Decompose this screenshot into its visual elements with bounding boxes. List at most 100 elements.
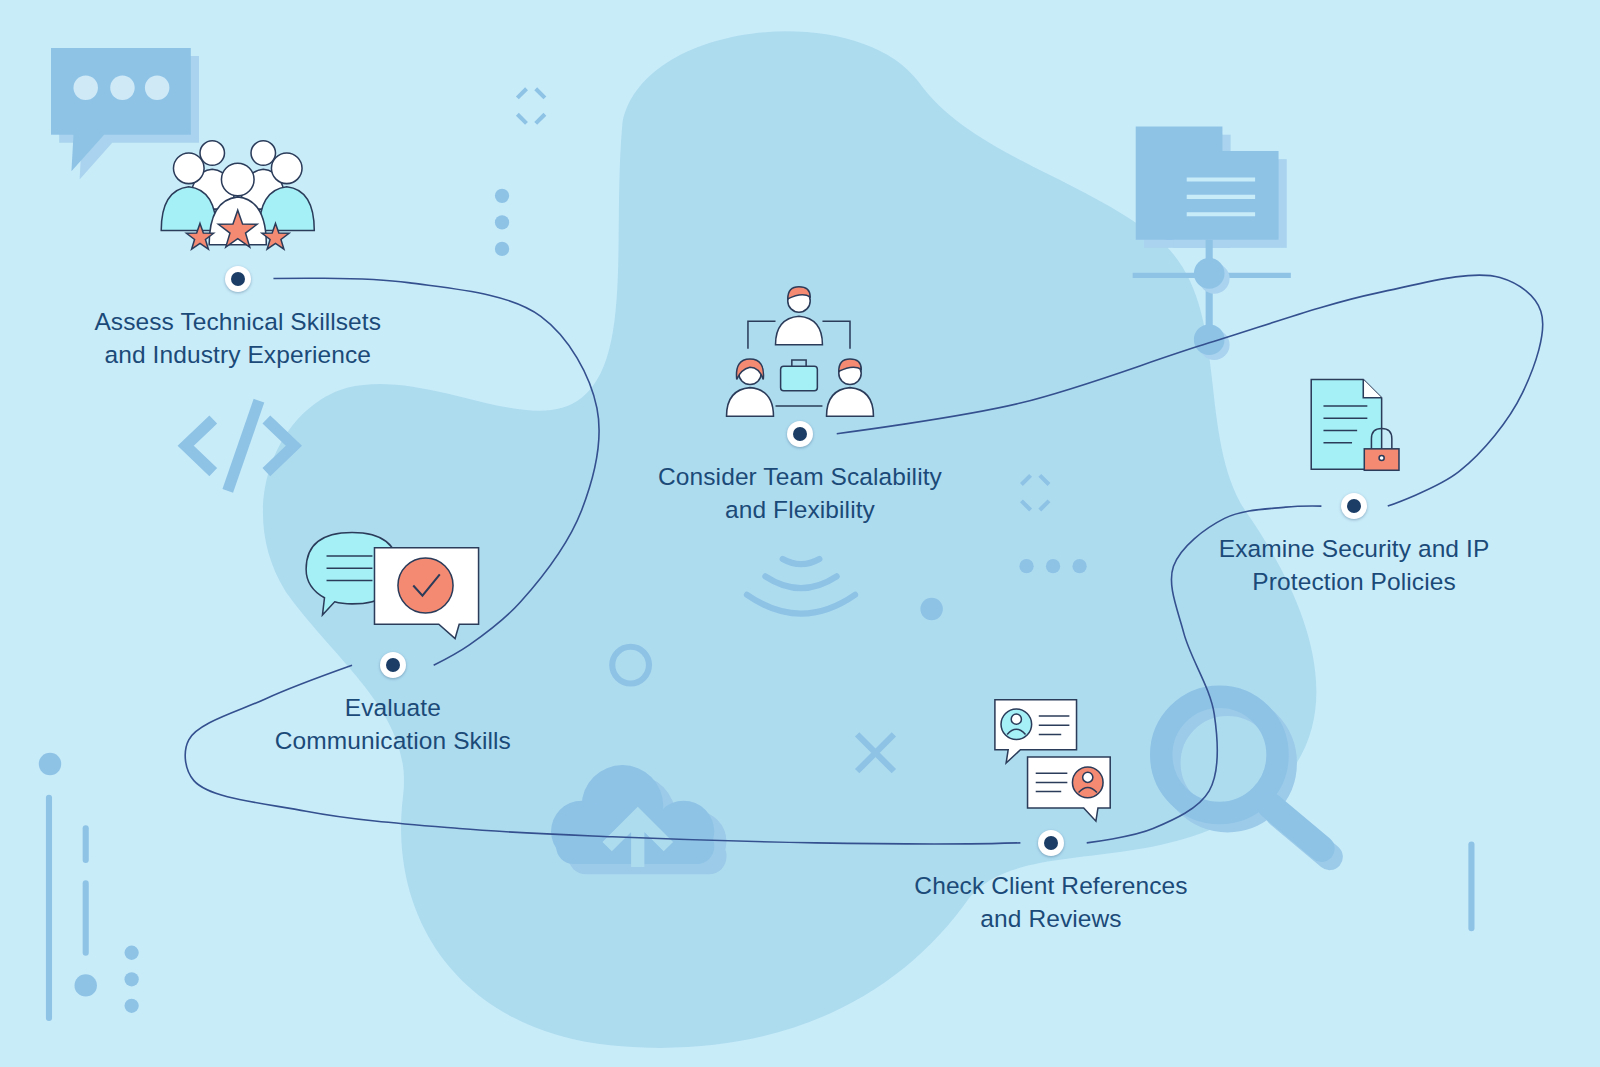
ring-decoration	[612, 647, 649, 684]
corner-brackets	[517, 89, 545, 124]
chat-check-icon	[374, 548, 478, 639]
line-decoration	[83, 883, 89, 952]
path-connector	[837, 275, 1543, 506]
dot-decoration	[1072, 559, 1086, 573]
reference-bubbles-icon	[1036, 773, 1068, 791]
milestone-node: Evaluate Communication Skills	[265, 665, 520, 757]
org-chart-icon	[736, 359, 763, 379]
milestone-node: Assess Technical Skillsets and Industry …	[85, 279, 391, 371]
milestone-dot	[787, 421, 813, 447]
team-stars-icon	[161, 187, 216, 231]
dot-decoration	[495, 242, 509, 256]
org-chart-icon	[792, 360, 806, 366]
path-connector	[273, 278, 599, 665]
signal-arcs	[747, 595, 855, 614]
dot-decoration	[124, 972, 138, 986]
locked-document-icon	[1379, 455, 1384, 460]
locked-document-icon	[1364, 449, 1399, 470]
org-chart-icon	[727, 388, 774, 417]
reference-bubbles-icon	[1079, 787, 1097, 792]
signal-arcs	[765, 576, 836, 588]
speech-bubble-icon	[73, 75, 97, 99]
team-stars-icon	[221, 163, 254, 196]
reference-bubbles-icon	[1039, 716, 1070, 734]
signal-arcs	[747, 559, 855, 614]
locked-document-icon	[1323, 406, 1367, 443]
path-connector	[185, 665, 1020, 844]
milestone-dot	[225, 266, 251, 292]
milestone-label: Check Client References and Reviews	[898, 869, 1204, 935]
chat-check-icon	[306, 532, 478, 638]
org-chart-icon	[827, 388, 874, 417]
milestone-node: Examine Security and IP Protection Polic…	[1201, 506, 1507, 598]
magnifier-icon	[1270, 806, 1321, 849]
reference-bubbles-icon	[995, 700, 1077, 763]
reference-bubbles-icon	[995, 700, 1110, 821]
corner-brackets	[1021, 475, 1049, 510]
dot-decoration	[495, 189, 509, 203]
server-icon	[1194, 258, 1225, 289]
team-stars-icon	[186, 223, 213, 249]
background-blob	[263, 31, 1316, 1048]
dot-decoration	[920, 598, 942, 620]
line-decoration	[46, 798, 52, 1018]
dot-decoration	[495, 215, 509, 229]
locked-document-icon	[1371, 428, 1391, 448]
magnifier-icon	[1161, 697, 1277, 813]
reference-bubbles-icon	[1072, 767, 1103, 798]
reference-bubbles-icon	[1083, 772, 1093, 782]
milestone-label: Consider Team Scalability and Flexibilit…	[647, 460, 953, 526]
code-symbol	[230, 406, 258, 486]
corner-brackets	[517, 89, 1049, 510]
magnifier-icon	[1161, 697, 1329, 857]
org-chart-icon	[781, 366, 818, 390]
milestone-label: Evaluate Communication Skills	[265, 691, 520, 757]
milestone-dot	[1341, 493, 1367, 519]
locked-document-icon	[1363, 379, 1381, 397]
dot-decoration	[74, 974, 96, 996]
team-stars-icon	[218, 210, 257, 247]
server-icon	[1165, 151, 1278, 240]
speech-bubble-icon	[110, 75, 134, 99]
ring-decoration	[612, 647, 894, 771]
org-chart-icon	[788, 287, 810, 299]
milestone-label: Assess Technical Skillsets and Industry …	[85, 305, 391, 371]
dot-decoration	[124, 999, 138, 1013]
team-stars-icon	[251, 141, 275, 165]
milestone-node: Check Client References and Reviews	[898, 843, 1204, 935]
speech-bubble-icon	[51, 48, 191, 171]
org-chart-icon	[776, 316, 823, 345]
signal-arcs	[783, 559, 820, 564]
cloud-upload-icon	[551, 765, 727, 874]
line-decoration	[49, 798, 1471, 1018]
chat-check-icon	[413, 574, 440, 595]
dot-decoration	[1019, 559, 1033, 573]
code-symbol	[270, 423, 293, 468]
code-symbol	[186, 423, 209, 468]
dot-decoration	[39, 753, 61, 775]
speech-bubble-icon	[145, 75, 169, 99]
team-stars-icon	[161, 141, 314, 249]
team-stars-icon	[271, 153, 302, 184]
team-stars-icon	[173, 153, 204, 184]
chat-check-icon	[327, 556, 373, 580]
dot-decoration	[124, 946, 138, 960]
line-decoration	[83, 828, 89, 860]
cloud-upload-icon	[607, 816, 668, 867]
chat-check-icon	[398, 558, 453, 613]
milestone-dot	[1038, 830, 1064, 856]
milestone-label: Examine Security and IP Protection Polic…	[1201, 532, 1507, 598]
org-chart-icon	[727, 287, 874, 417]
ring-decoration	[857, 734, 894, 771]
dot-decoration	[1046, 559, 1060, 573]
reference-bubbles-icon	[1007, 729, 1025, 734]
locked-document-icon	[1311, 379, 1399, 470]
reference-bubbles-icon	[1001, 709, 1032, 740]
background-blob	[263, 31, 1316, 1048]
team-stars-icon	[259, 187, 314, 231]
org-chart-icon	[839, 359, 861, 371]
